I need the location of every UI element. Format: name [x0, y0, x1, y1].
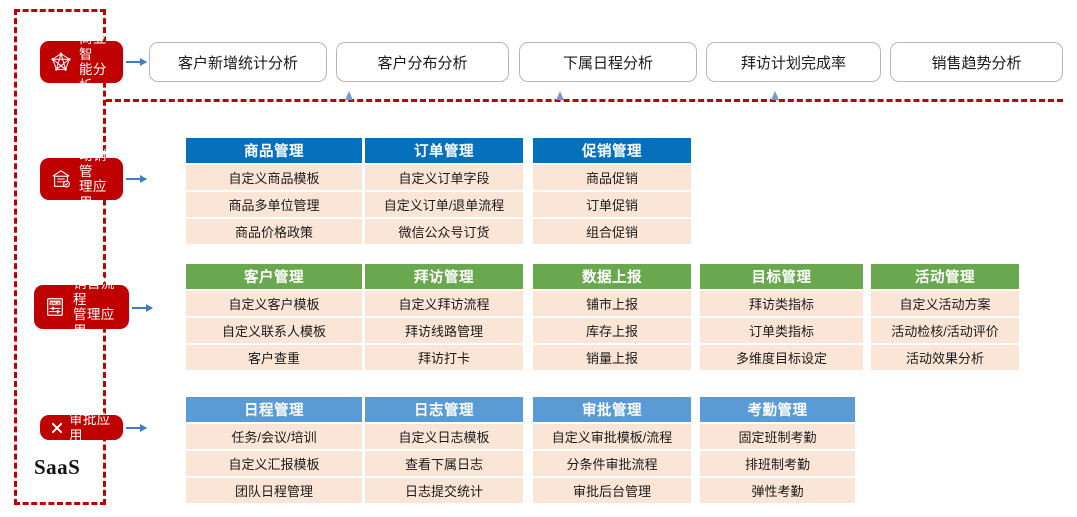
column-item[interactable]: 活动检核/活动评价 — [871, 318, 1019, 343]
column-approval-management[interactable]: 审批管理 自定义审批模板/流程 分条件审批流程 审批后台管理 — [533, 397, 691, 503]
column-header: 客户管理 — [186, 264, 362, 289]
column-header: 订单管理 — [365, 138, 523, 163]
column-header: 活动管理 — [871, 264, 1019, 289]
column-item[interactable]: 销量上报 — [533, 345, 691, 370]
column-item[interactable]: 自定义联系人模板 — [186, 318, 362, 343]
column-item[interactable]: 自定义审批模板/流程 — [533, 424, 691, 449]
badge-label: 审批应用 — [69, 412, 111, 443]
pill-label: 客户分布分析 — [377, 54, 468, 72]
badge-approval-app[interactable]: 审批应用 — [40, 412, 123, 443]
saas-horizontal-divider — [106, 99, 1063, 102]
column-item[interactable]: 订单类指标 — [700, 318, 863, 343]
badge-arrow-3 — [132, 304, 153, 312]
column-item[interactable]: 任务/会议/培训 — [186, 424, 362, 449]
column-header: 促销管理 — [533, 138, 691, 163]
column-header: 商品管理 — [186, 138, 362, 163]
column-item[interactable]: 商品价格政策 — [186, 219, 362, 244]
column-item[interactable]: 拜访线路管理 — [365, 318, 523, 343]
column-item[interactable]: 活动效果分析 — [871, 345, 1019, 370]
badge-business-intelligence[interactable]: 商业智 能分析 — [40, 31, 123, 93]
column-attendance-management[interactable]: 考勤管理 固定班制考勤 排班制考勤 弹性考勤 — [700, 397, 855, 503]
column-header: 日志管理 — [365, 397, 523, 422]
up-arrow-icon-3 — [771, 91, 779, 100]
pill-visit-plan-completion-rate[interactable]: 拜访计划完成率 — [706, 42, 881, 82]
column-item[interactable]: 自定义日志模板 — [365, 424, 523, 449]
badge-arrow-1 — [126, 58, 147, 66]
badge-label: 商业智 能分析 — [79, 31, 107, 93]
pill-sales-trend-analysis[interactable]: 销售趋势分析 — [890, 42, 1063, 82]
approval-cross-icon — [49, 420, 65, 436]
column-item[interactable]: 自定义订单/退单流程 — [365, 192, 523, 217]
column-item[interactable]: 自定义订单字段 — [365, 165, 523, 190]
pill-label: 销售趋势分析 — [931, 54, 1022, 72]
sale-tag-icon: SALE — [43, 295, 67, 319]
column-item[interactable]: 自定义汇报模板 — [186, 451, 362, 476]
column-item[interactable]: 查看下属日志 — [365, 451, 523, 476]
column-item[interactable]: 自定义拜访流程 — [365, 291, 523, 316]
column-target-management[interactable]: 目标管理 拜访类指标 订单类指标 多维度目标设定 — [700, 264, 863, 370]
pill-customer-growth-analysis[interactable]: 客户新增统计分析 — [149, 42, 327, 82]
column-item[interactable]: 固定班制考勤 — [700, 424, 855, 449]
up-arrow-icon-1 — [345, 91, 353, 100]
column-item[interactable]: 铺市上报 — [533, 291, 691, 316]
column-header: 目标管理 — [700, 264, 863, 289]
column-header: 日程管理 — [186, 397, 362, 422]
column-item[interactable]: 审批后台管理 — [533, 478, 691, 503]
column-item[interactable]: 订单促销 — [533, 192, 691, 217]
saas-label: SaaS — [34, 455, 81, 479]
svg-text:SALE: SALE — [50, 302, 61, 306]
column-item[interactable]: 客户查重 — [186, 345, 362, 370]
badge-arrow-4 — [126, 424, 147, 432]
badge-arrow-2 — [126, 175, 147, 183]
badge-label: 销售流程 管理应用 — [73, 276, 115, 338]
column-visit-management[interactable]: 拜访管理 自定义拜访流程 拜访线路管理 拜访打卡 — [365, 264, 523, 370]
column-item[interactable]: 团队日程管理 — [186, 478, 362, 503]
column-header: 考勤管理 — [700, 397, 855, 422]
badge-sales-promotion-app[interactable]: 动销管 理应用 — [40, 148, 123, 210]
pill-label: 客户新增统计分析 — [177, 54, 298, 72]
column-item[interactable]: 自定义商品模板 — [186, 165, 362, 190]
network-analytics-icon — [49, 50, 73, 74]
badge-label: 动销管 理应用 — [79, 148, 107, 210]
column-item[interactable]: 自定义客户模板 — [186, 291, 362, 316]
column-item[interactable]: 多维度目标设定 — [700, 345, 863, 370]
column-log-management[interactable]: 日志管理 自定义日志模板 查看下属日志 日志提交统计 — [365, 397, 523, 503]
pill-subordinate-schedule-analysis[interactable]: 下属日程分析 — [519, 42, 697, 82]
column-data-reporting[interactable]: 数据上报 铺市上报 库存上报 销量上报 — [533, 264, 691, 370]
column-item[interactable]: 微信公众号订货 — [365, 219, 523, 244]
column-item[interactable]: 分条件审批流程 — [533, 451, 691, 476]
store-shop-icon — [49, 167, 73, 191]
column-product-management[interactable]: 商品管理 自定义商品模板 商品多单位管理 商品价格政策 — [186, 138, 362, 244]
column-item[interactable]: 弹性考勤 — [700, 478, 855, 503]
column-item[interactable]: 拜访打卡 — [365, 345, 523, 370]
column-item[interactable]: 商品促销 — [533, 165, 691, 190]
column-item[interactable]: 自定义活动方案 — [871, 291, 1019, 316]
up-arrow-icon-2 — [556, 91, 564, 100]
badge-sales-process-app[interactable]: SALE 销售流程 管理应用 — [34, 276, 129, 338]
column-promotion-management[interactable]: 促销管理 商品促销 订单促销 组合促销 — [533, 138, 691, 244]
column-customer-management[interactable]: 客户管理 自定义客户模板 自定义联系人模板 客户查重 — [186, 264, 362, 370]
column-item[interactable]: 库存上报 — [533, 318, 691, 343]
column-order-management[interactable]: 订单管理 自定义订单字段 自定义订单/退单流程 微信公众号订货 — [365, 138, 523, 244]
column-item[interactable]: 组合促销 — [533, 219, 691, 244]
column-item[interactable]: 拜访类指标 — [700, 291, 863, 316]
pill-label: 下属日程分析 — [562, 54, 653, 72]
column-item[interactable]: 排班制考勤 — [700, 451, 855, 476]
column-schedule-management[interactable]: 日程管理 任务/会议/培训 自定义汇报模板 团队日程管理 — [186, 397, 362, 503]
pill-customer-distribution-analysis[interactable]: 客户分布分析 — [336, 42, 509, 82]
column-header: 数据上报 — [533, 264, 691, 289]
column-header: 拜访管理 — [365, 264, 523, 289]
column-header: 审批管理 — [533, 397, 691, 422]
column-item[interactable]: 商品多单位管理 — [186, 192, 362, 217]
column-item[interactable]: 日志提交统计 — [365, 478, 523, 503]
column-activity-management[interactable]: 活动管理 自定义活动方案 活动检核/活动评价 活动效果分析 — [871, 264, 1019, 370]
pill-label: 拜访计划完成率 — [740, 54, 846, 72]
saas-dashed-frame — [14, 9, 106, 505]
